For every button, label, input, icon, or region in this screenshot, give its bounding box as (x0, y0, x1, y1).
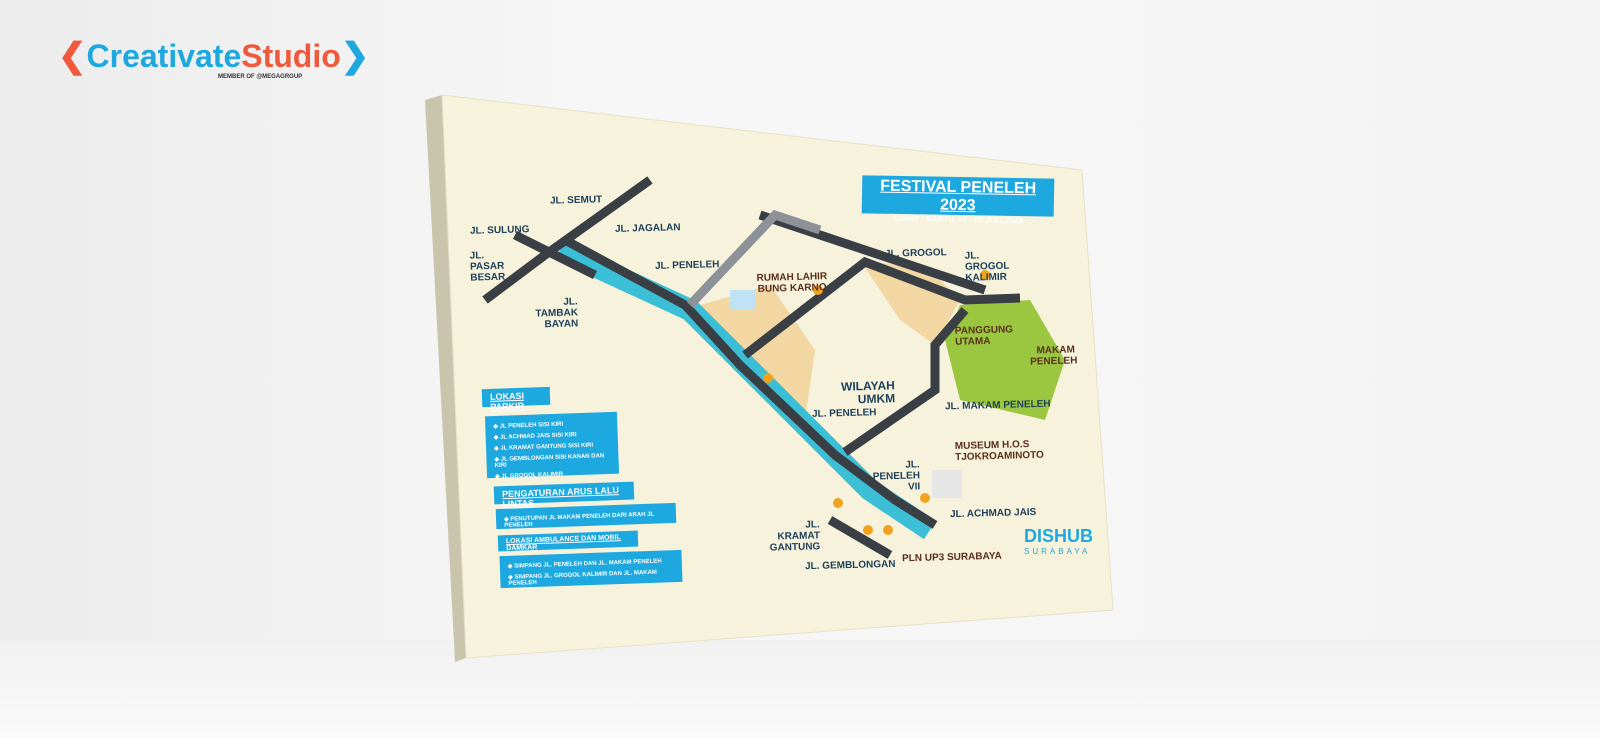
label-jl-achmad-jais: JL. ACHMAD JAIS (949, 506, 1037, 521)
label-jl-jagalan: JL. JAGALAN (614, 222, 681, 235)
label-jl-semut: JL. SEMUT (549, 194, 603, 207)
label-jl-pasar-besar: JL. PASAR BESAR (469, 250, 506, 284)
festival-title-banner: FESTIVAL PENELEH 2023 JUMAT - SABTU, 07 … (861, 175, 1055, 225)
label-panggung-utama: PANGGUNG UTAMA (954, 324, 1014, 348)
closed-road (686, 209, 822, 309)
label-makam-peneleh: MAKAM PENELEH (1030, 344, 1078, 368)
logo-text-left: Creativate (86, 37, 242, 74)
parkir-item: ◆ JL GEMBLONGAN SISI KANAN DAN KIRI (494, 453, 605, 470)
label-jl-sulung: JL. SULUNG (469, 224, 530, 237)
label-jl-peneleh-top: JL. PENELEH (654, 259, 720, 272)
logo-member-text: MEMBER OF @MEGAGROUP (218, 74, 303, 80)
ambulance-list: ◆ SIMPANG JL. PENELEH DAN JL. MAKAM PENE… (499, 549, 683, 589)
dishub-city: SURABAYA (1024, 547, 1091, 556)
label-jl-peneleh-vii: JL. PENELEH VII (872, 459, 921, 493)
floor (0, 640, 1600, 738)
label-jl-grogol: JL. GROGOL (884, 247, 947, 260)
label-jl-grogol-kalimir: JL. GROGOL KALIMIR (964, 250, 1010, 284)
parkir-item: ◆ JL ACHMAD JAIS SISI KIRI (493, 432, 577, 442)
sand-area (860, 260, 960, 345)
logo-text-right: Studio (241, 37, 341, 74)
label-jl-peneleh-mid: JL. PENELEH (811, 407, 877, 420)
lalu-lintas-heading-box: PENGATURAN ARUS LALU LINTAS (493, 481, 635, 509)
roads (482, 176, 1021, 559)
parkir-heading-box: LOKASI PARKIR (481, 386, 551, 412)
dishub-name: DISHUB (1024, 526, 1094, 546)
label-wilayah-umkm: WILAYAH UMKM (840, 378, 896, 407)
dishub-logo: DISHUB SURABAYA (1024, 526, 1093, 556)
label-museum-hos: MUSEUM H.O.S TJOKROAMINOTO (954, 439, 1044, 464)
cemetery-area (945, 300, 1065, 420)
parkir-item: ◆ JL KRAMAT GANTUNG SISI KIRI (494, 442, 594, 453)
parkir-heading: LOKASI PARKIR (489, 390, 525, 412)
parking-pin-icons (763, 270, 990, 535)
parkir-list: ◆ JL PENELEH SISI KIRI ◆ JL ACHMAD JAIS … (484, 411, 620, 480)
label-jl-tambak-bayan: JL. TAMBAK BAYAN (535, 296, 579, 331)
label-rumah-lahir: RUMAH LAHIR BUNG KARNO (756, 271, 828, 295)
label-jl-kramat-gantung: JL. KRAMAT GANTUNG (769, 519, 821, 554)
museum-building (932, 470, 962, 498)
rumah-lahir-building (730, 290, 755, 310)
festival-title: FESTIVAL PENELEH 2023 (880, 177, 1037, 215)
parkir-item: ◆ JL PENELEH SISI KIRI (493, 421, 564, 431)
canvas-side (425, 95, 466, 662)
